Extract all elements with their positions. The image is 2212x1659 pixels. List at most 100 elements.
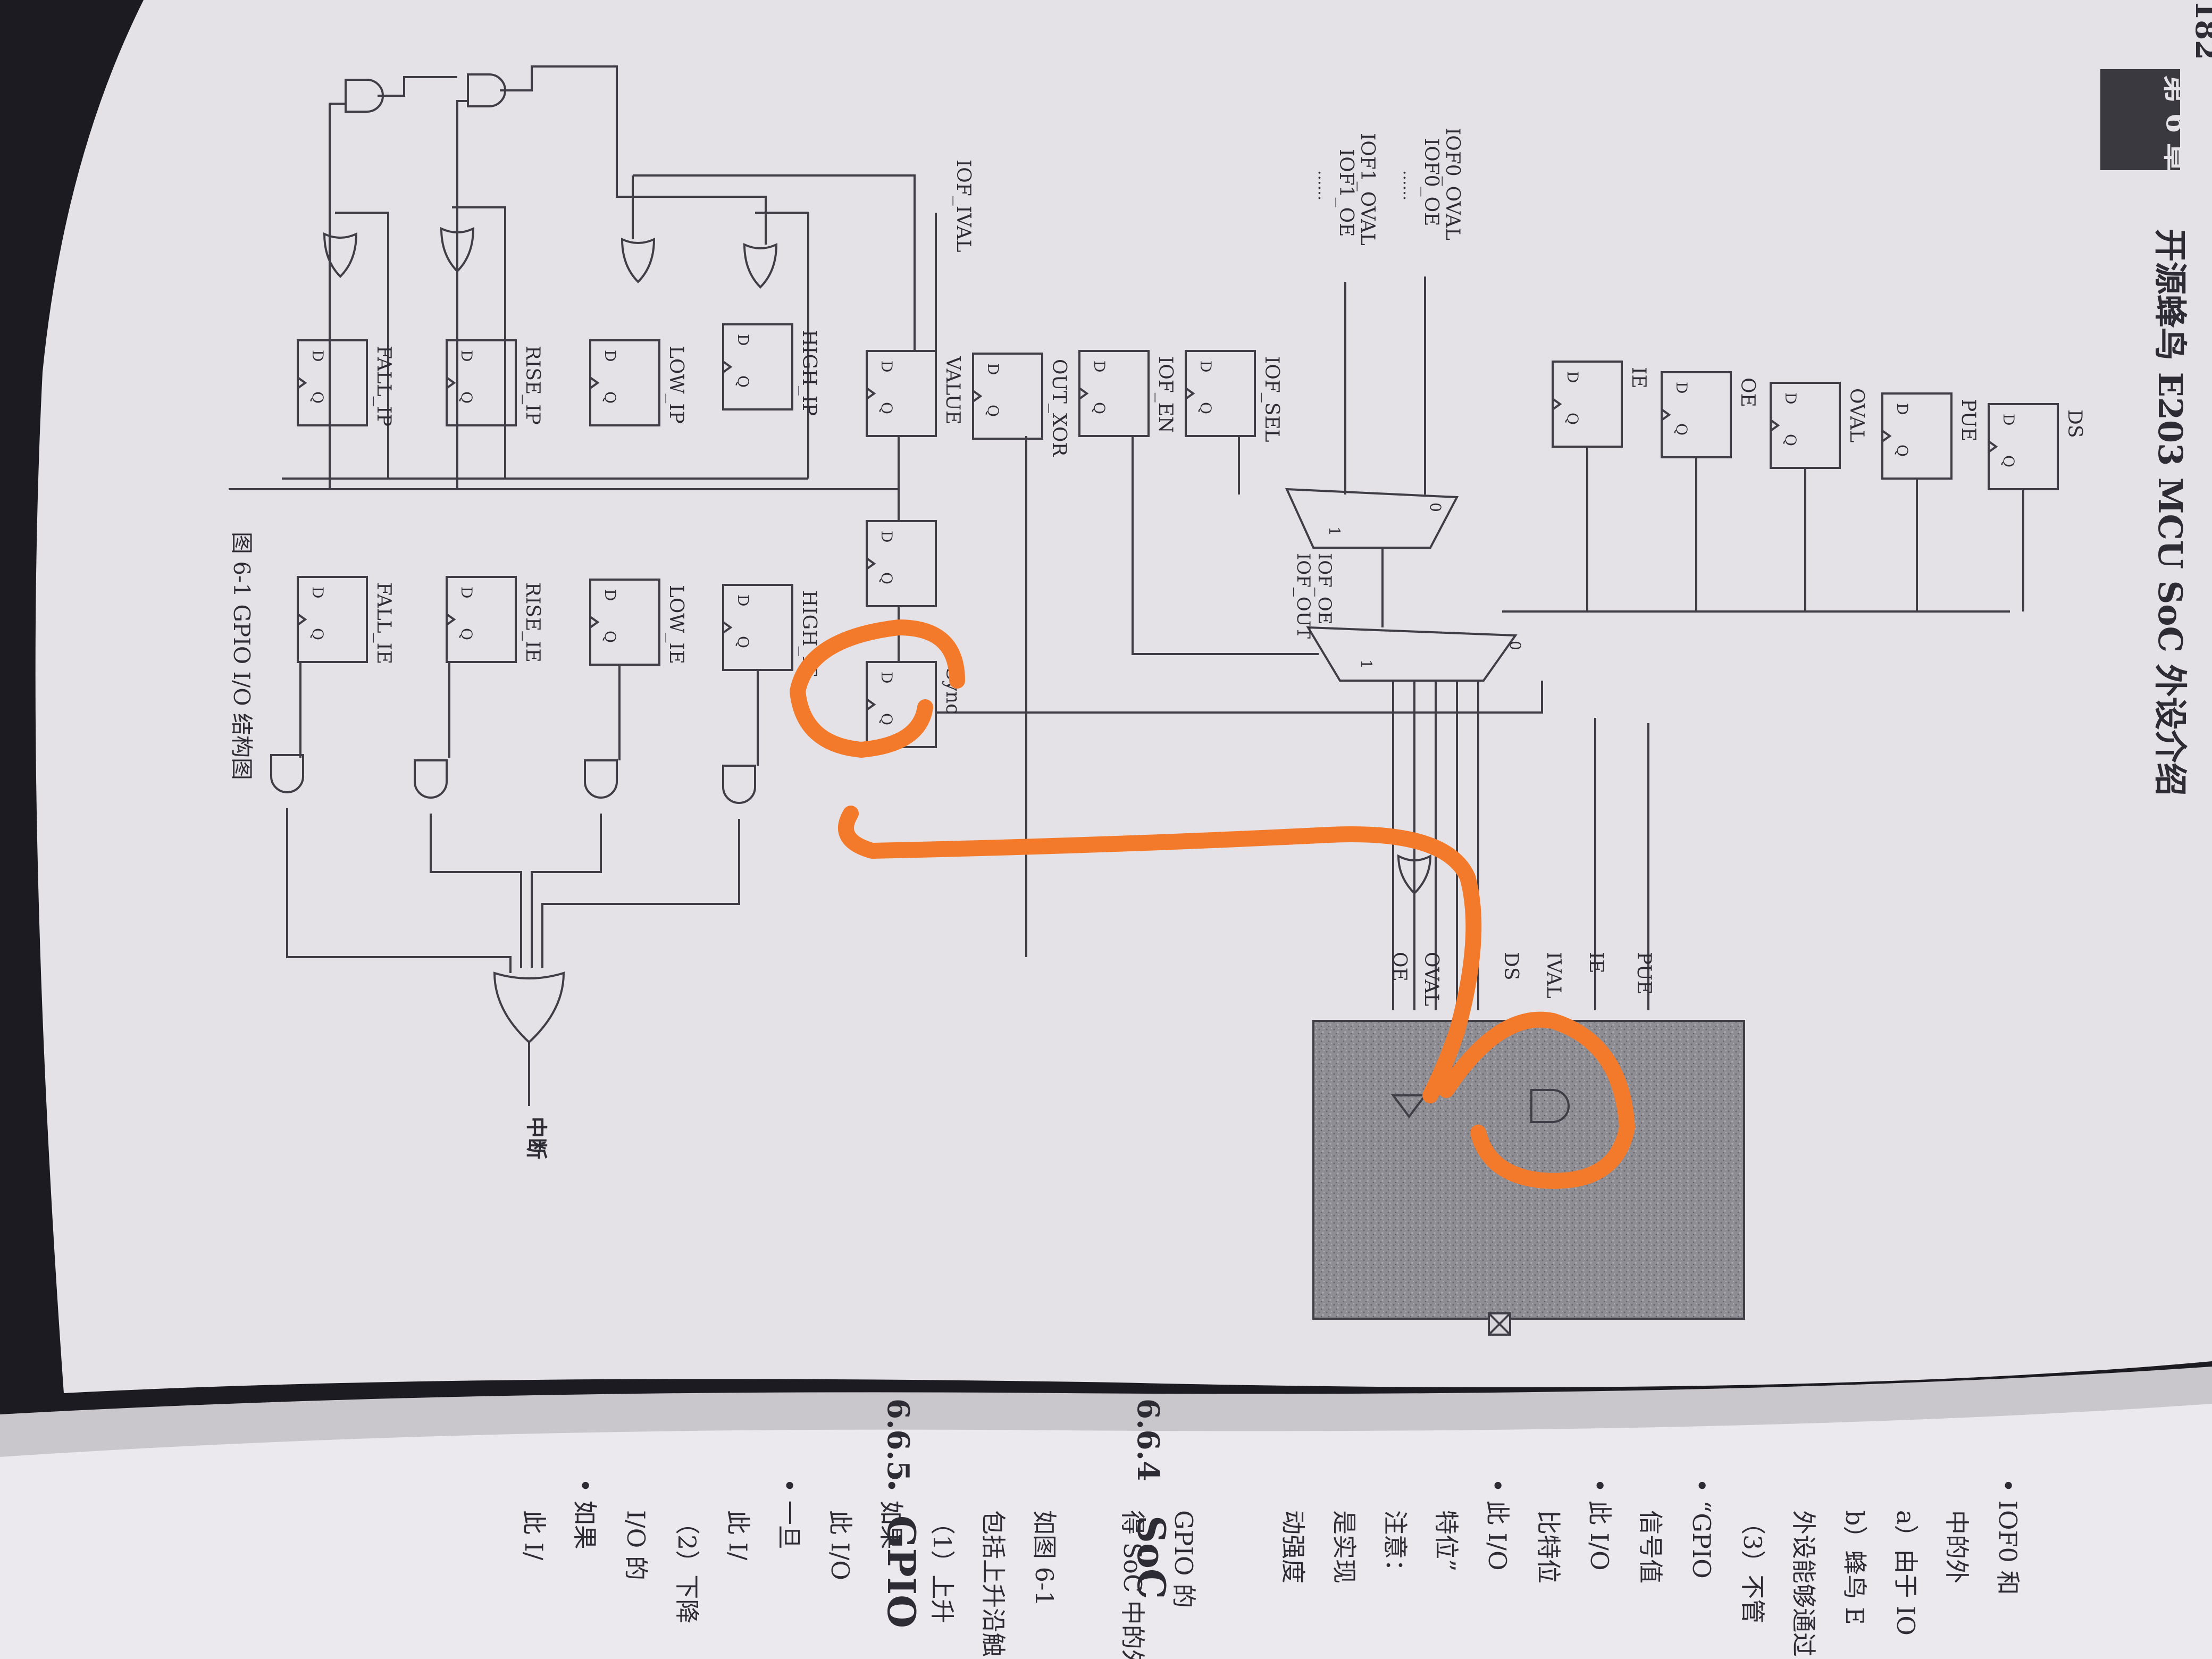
flop-clock-mark — [866, 387, 876, 400]
flop-q-pin: Q — [878, 402, 895, 414]
flop-clock-mark — [589, 616, 600, 629]
flop-q-pin: Q — [984, 405, 1002, 417]
register-label-ds: DS — [2064, 409, 2085, 438]
flop-clock-mark — [722, 361, 733, 373]
chapter-tab — [2100, 69, 2180, 170]
or-gate-interrupt — [493, 971, 565, 1044]
register-label-pue: PUE — [1957, 399, 1979, 441]
flop-q-pin: Q — [601, 631, 619, 643]
label-iof1-dots: ...... — [1314, 170, 1333, 200]
lower-page-sheet — [0, 1382, 2212, 1659]
body-line: a）由于 IO — [1891, 1510, 1920, 1636]
body-line: 此 I/O — [826, 1510, 854, 1580]
flip-flop-value — [866, 350, 937, 437]
flip-flop-out-xor — [972, 353, 1043, 440]
wire-iof-en — [1132, 436, 1319, 655]
wire — [329, 103, 346, 489]
wire — [633, 174, 916, 351]
register-label-low-ie: LOW_IE — [665, 585, 687, 664]
flop-d-pin: D — [878, 672, 895, 683]
register-label-value: VALUE — [942, 356, 963, 424]
flop-q-pin: Q — [458, 391, 475, 404]
label-mux-one: 1 — [1326, 526, 1343, 536]
and-gate-high-int — [722, 765, 756, 804]
flop-clock-mark — [297, 613, 307, 626]
flip-flop-high-ip — [722, 323, 793, 410]
flop-clock-mark — [1661, 408, 1671, 421]
flop-d-pin: D — [734, 594, 752, 606]
flop-d-pin: D — [1091, 361, 1108, 372]
flop-q-pin: Q — [1197, 402, 1214, 414]
section-number-6.6.5: 6.6.5 — [881, 1398, 916, 1481]
body-line: 是实现 — [1330, 1510, 1359, 1583]
main-page-sheet — [35, 0, 2212, 1393]
flip-flop-low-ie — [589, 579, 660, 666]
label-mux2-one: 1 — [1358, 659, 1375, 669]
label-mux-zero: 0 — [1427, 502, 1444, 512]
chapter-label: 第 6 章 — [2160, 74, 2194, 172]
label-iof1-oval: IOF1_OVAL — [1356, 133, 1378, 246]
body-line: • IOF0 和 — [1993, 1478, 2022, 1595]
pad-signal-oval: OVAL — [1420, 952, 1442, 1006]
wire — [500, 65, 767, 245]
flop-q-pin: Q — [1893, 445, 1911, 457]
flop-d-pin: D — [878, 531, 895, 542]
label-mux2-zero: 0 — [1506, 641, 1524, 650]
flop-d-pin: D — [309, 586, 326, 598]
wire — [378, 76, 457, 97]
body-line: 比特位 — [1534, 1510, 1563, 1583]
wire — [452, 206, 506, 479]
body-line: 包括上升沿触 — [979, 1510, 1008, 1657]
wire-int-low — [531, 814, 602, 968]
register-label-fall-ie: FALL_IE — [373, 582, 395, 664]
flop-clock-mark — [1988, 440, 1998, 453]
flop-clock-mark — [1078, 387, 1089, 400]
annotation-circle-sync — [790, 619, 965, 758]
register-label-rise-ie: RISE_IE — [522, 582, 543, 663]
flop-d-pin: D — [1197, 361, 1214, 372]
flop-q-pin: Q — [1564, 413, 1581, 425]
flop-d-pin: D — [1782, 392, 1799, 404]
body-line: • 如果 — [571, 1478, 599, 1549]
flop-d-pin: D — [458, 586, 475, 598]
gpio-io-diagram — [229, 65, 2059, 1336]
section-number-6.6.4: 6.6.4 — [1130, 1398, 1166, 1481]
flop-q-pin: Q — [458, 628, 475, 640]
body-line: 外设能够通过 — [1789, 1510, 1818, 1657]
pad-signal-ds: DS — [1500, 952, 1522, 981]
flop-clock-mark — [1185, 387, 1195, 400]
body-line: （3）不管 — [1738, 1510, 1767, 1623]
xor-gate-output — [1397, 854, 1432, 895]
flop-d-pin: D — [309, 350, 326, 362]
pad-signal-oe: OE — [1388, 952, 1410, 982]
flop-q-pin: Q — [309, 391, 326, 404]
io-pad-cell — [1312, 1020, 1745, 1320]
flop-q-pin: Q — [734, 375, 752, 388]
flip-flop-rise-ie — [446, 576, 517, 663]
wire — [755, 212, 809, 479]
flip-flop-fall-ie — [297, 576, 368, 663]
flop-q-pin: Q — [601, 391, 619, 404]
flop-d-pin: D — [878, 361, 895, 372]
section-title-6.6.4: SoC — [1129, 1515, 1174, 1599]
or-gate-high — [743, 242, 778, 289]
flop-d-pin: D — [1893, 403, 1911, 415]
body-line: 中的外 — [1942, 1510, 1971, 1583]
annotation-circle-pad — [1438, 1011, 1635, 1189]
flop-clock-mark — [866, 557, 876, 570]
flop-clock-mark — [1770, 419, 1780, 432]
body-line: b）蜂鸟 E — [1840, 1510, 1869, 1625]
body-line: • 此 I/O — [1585, 1478, 1614, 1571]
flop-clock-mark — [446, 376, 456, 389]
flop-clock-mark — [446, 613, 456, 626]
page-number: 182 — [2189, 0, 2212, 60]
register-label-iof-en: IOF_EN — [1154, 356, 1176, 433]
register-label-ie: IE — [1628, 367, 1649, 389]
flop-d-pin: D — [734, 334, 752, 346]
wire-int-high — [541, 819, 740, 968]
flip-flop-low-ip — [589, 339, 660, 426]
mux-output — [1306, 626, 1518, 682]
